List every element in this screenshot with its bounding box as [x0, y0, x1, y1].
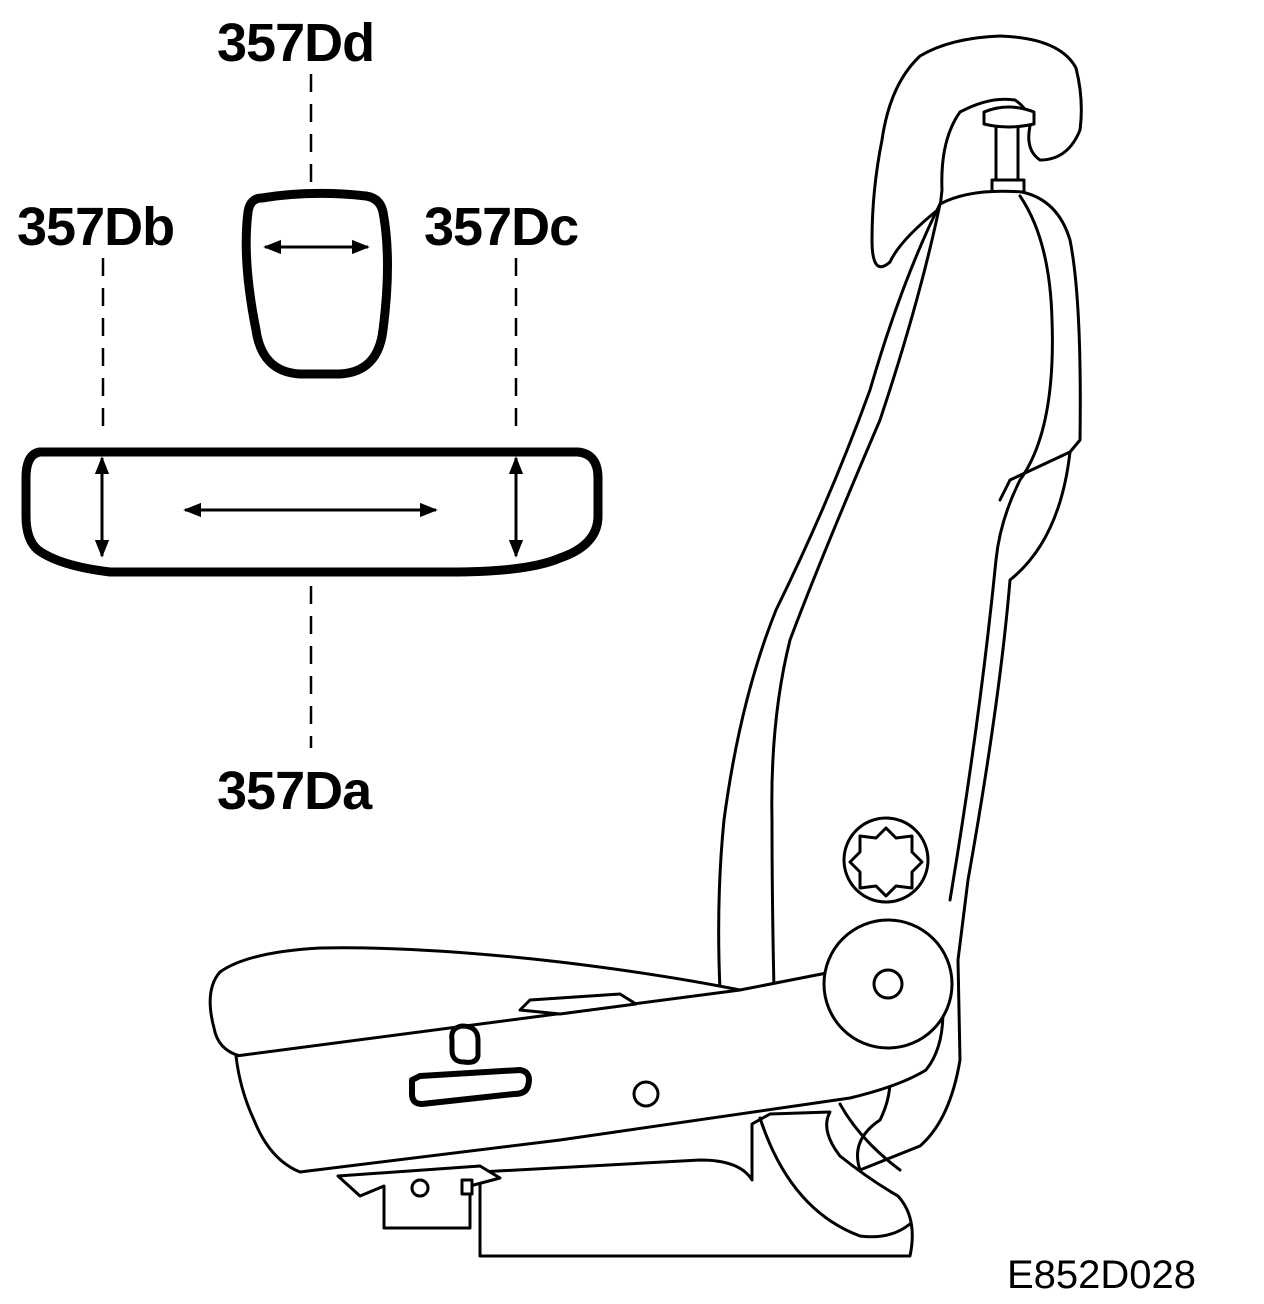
seat-side-hole	[632, 1080, 660, 1108]
label-357Db: 357Db	[17, 197, 175, 257]
leader-lines	[101, 74, 518, 748]
seat-side-lever	[449, 1023, 481, 1065]
seat-runner	[478, 1110, 914, 1258]
cushion-switch-arrows	[94, 456, 524, 558]
label-357Da: 357Da	[217, 761, 372, 821]
headrest-post	[994, 120, 1020, 186]
label-357Dc: 357Dc	[424, 197, 579, 257]
cushion-switch	[21, 447, 603, 577]
seat-side-slot	[409, 1067, 532, 1107]
backrest-switch	[241, 188, 392, 379]
seat-illustration	[208, 34, 1083, 1258]
headrest	[870, 34, 1083, 269]
label-357Dd: 357Dd	[217, 13, 375, 73]
figure-code: E852D028	[1007, 1253, 1197, 1297]
